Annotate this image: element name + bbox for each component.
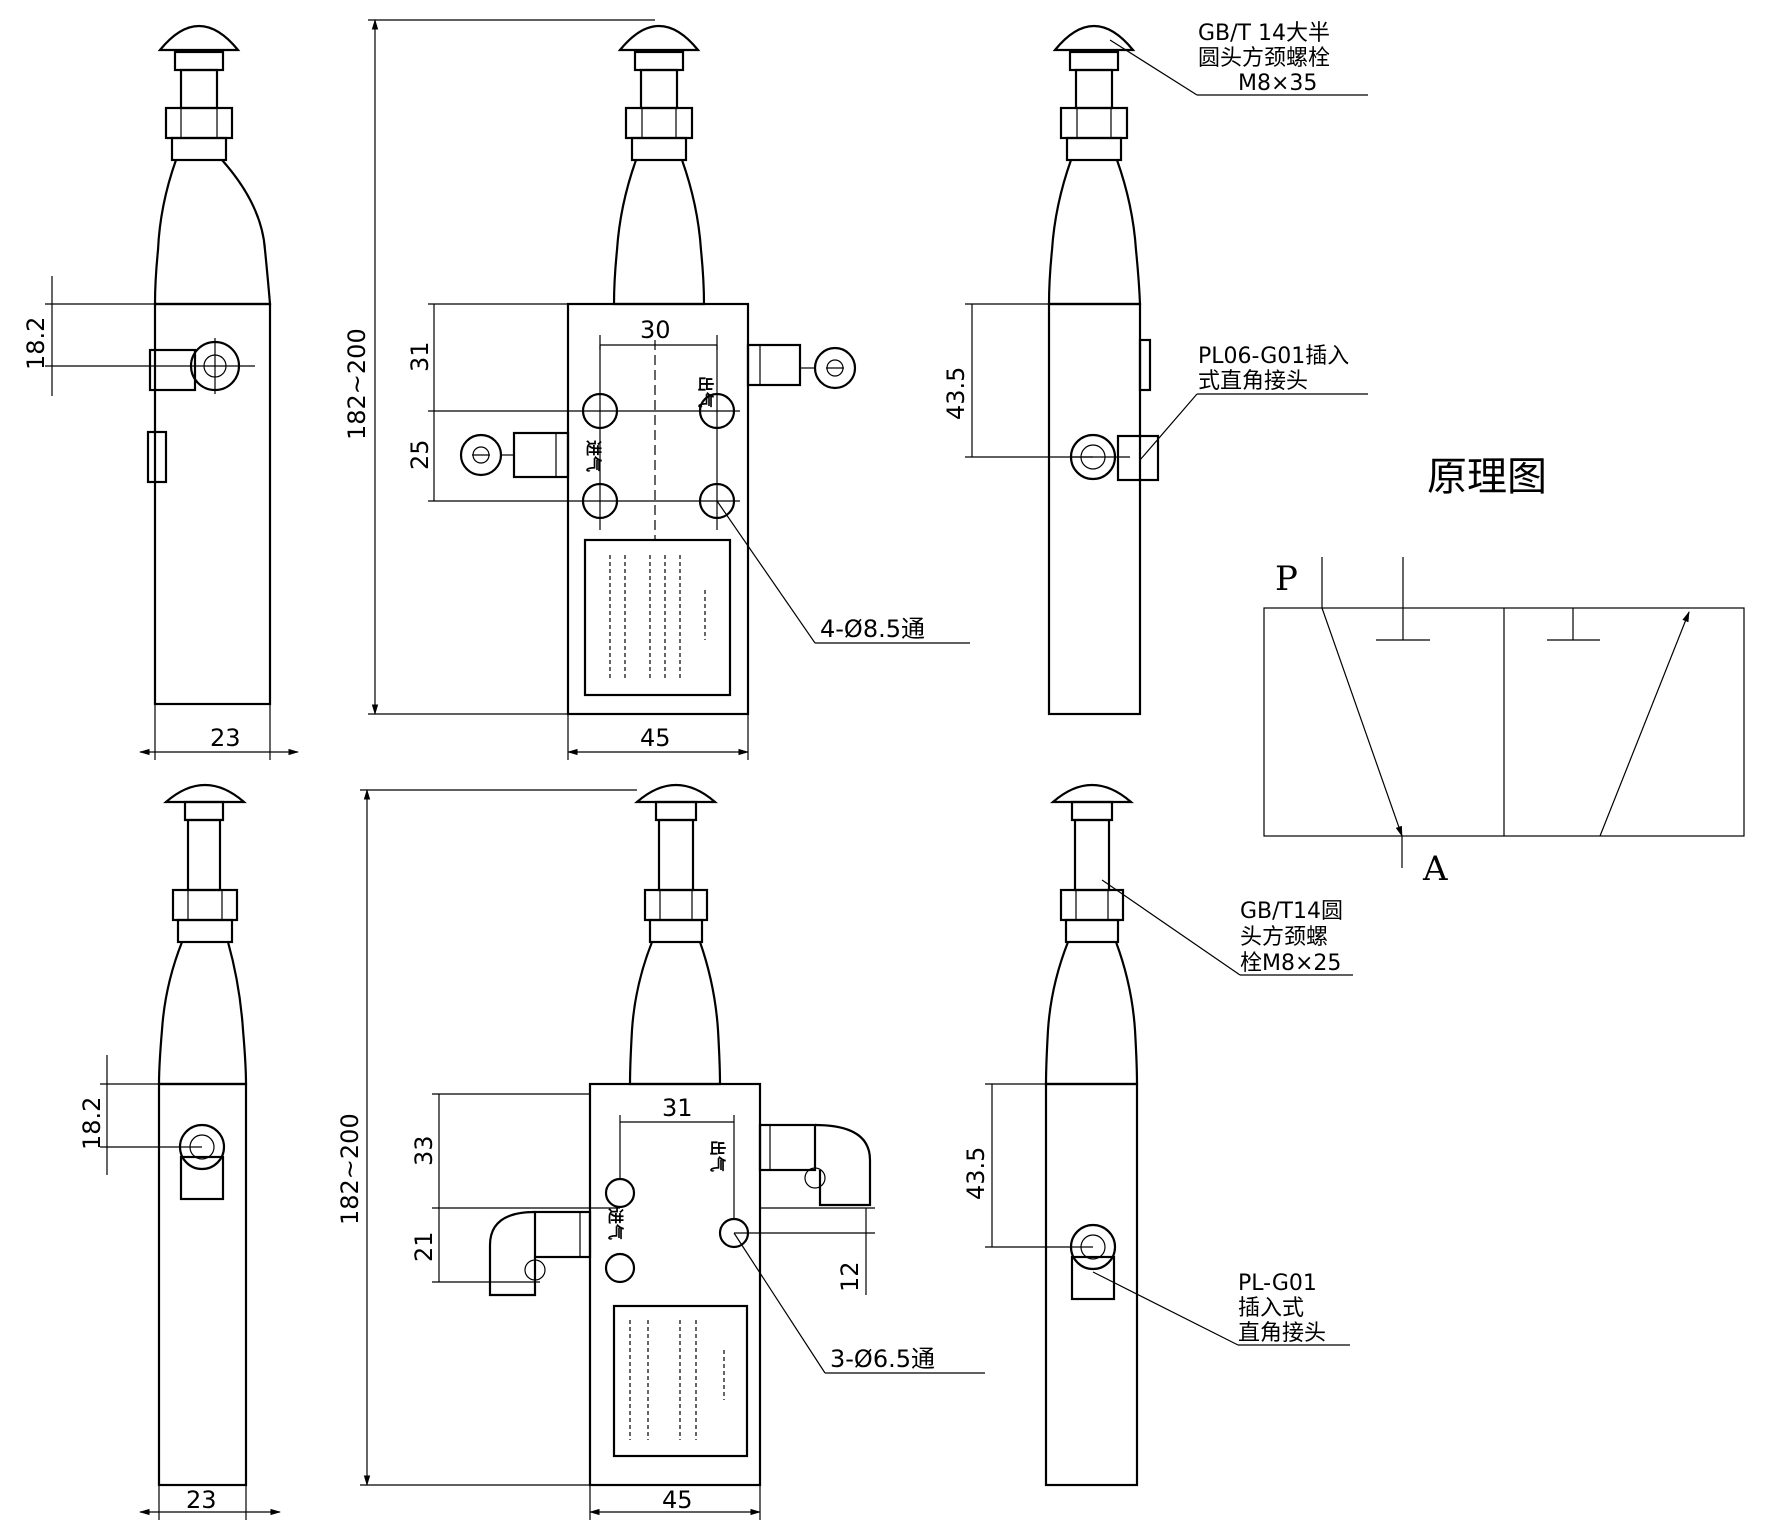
valve-side-view-top-right: 43.5 GB/T 14大半 圆头方颈螺栓 M8×35 PL06-G01插入 式…: [942, 21, 1368, 716]
mounting-holes: [604, 1177, 750, 1284]
dim-label-body-width: 45: [662, 1486, 693, 1514]
callout-bolt-line-1: GB/T14圆: [1240, 899, 1343, 924]
dim-43-5: 43.5: [942, 303, 1093, 458]
valve-front-view-top-center: 出气 进气: [343, 18, 970, 760]
dim-23: 23: [138, 704, 300, 760]
callout-bolt-line-3: M8×35: [1238, 71, 1317, 96]
callout-bolt-line-2: 圆头方颈螺栓: [1198, 46, 1330, 71]
port-label-inlet: 进气: [584, 440, 603, 472]
dim-label-port-height: 43.5: [962, 1147, 990, 1200]
mushroom-button: [157, 25, 241, 110]
dim-label-25: 25: [406, 439, 434, 470]
nameplate: [612, 1304, 749, 1458]
hex-nut: [164, 106, 234, 162]
valve-body: [1047, 302, 1142, 716]
dim-label-port-height: 43.5: [942, 367, 970, 420]
callout-fitting-top: PL06-G01插入 式直角接头: [1139, 344, 1368, 461]
callout-bolt-top: GB/T 14大半 圆头方颈螺栓 M8×35: [1109, 21, 1368, 96]
valve-body: [157, 1082, 248, 1487]
dim-25: 25: [406, 411, 740, 502]
dim-label-33: 33: [410, 1135, 438, 1166]
right-elbow-fitting: [758, 1123, 872, 1207]
dim-label-body-width: 23: [186, 1486, 217, 1514]
valve-side-view-bottom-right: 43.5 GB/T14圆 头方颈螺 栓M8×25 PL-G01 插入式 直角接头: [962, 783, 1353, 1487]
callout-bolt-line-3: 栓M8×25: [1240, 951, 1341, 976]
dim-label-12: 12: [836, 1261, 864, 1292]
callout-fitting-line-2: 插入式: [1238, 1296, 1304, 1321]
dim-18-2: 18.2: [22, 276, 155, 396]
callout-holes-label: 4-Ø8.5通: [820, 615, 925, 643]
dim-182-200: 182~200: [336, 788, 637, 1487]
principle-diagram: 原理图 P A: [1263, 454, 1745, 889]
dim-label-total-height: 182~200: [343, 328, 371, 440]
callout-bolt-bottom: GB/T14圆 头方颈螺 栓M8×25: [1101, 879, 1353, 976]
callout-holes-label: 3-Ø6.5通: [830, 1345, 935, 1373]
dim-label-body-width: 23: [210, 724, 241, 752]
dim-label-port-height: 18.2: [78, 1097, 106, 1150]
valve-body: [588, 1082, 762, 1487]
dim-label-31: 31: [406, 341, 434, 372]
dim-label-body-width: 45: [640, 724, 671, 752]
valve-side-view-bottom-left: 18.2 23: [78, 783, 282, 1520]
left-elbow-fitting: [488, 1210, 592, 1297]
dim-23: 23: [138, 1485, 282, 1520]
dim-43-5: 43.5: [962, 1083, 1093, 1248]
port-label-outlet: 出气: [708, 1140, 727, 1172]
tapered-boot: [153, 159, 272, 306]
callout-holes-bottom: 3-Ø6.5通: [733, 1232, 985, 1374]
dim-label-total-height: 182~200: [336, 1113, 364, 1225]
dim-12: 12: [734, 1207, 875, 1295]
nameplate: [583, 538, 732, 697]
dim-label-port-height: 18.2: [22, 317, 50, 370]
dim-45: 45: [588, 1485, 762, 1520]
dim-31: 31: [406, 303, 740, 412]
callout-fitting-line-1: PL06-G01插入: [1198, 344, 1349, 369]
port-label-a: A: [1422, 849, 1448, 889]
upper-port: [1138, 338, 1152, 392]
dim-31: 31: [619, 1094, 735, 1220]
dim-182-200: 182~200: [343, 18, 655, 716]
dim-33: 33: [410, 1093, 620, 1209]
mounting-holes: [581, 340, 736, 540]
valve-body: [1044, 1082, 1139, 1487]
dim-45: 45: [566, 714, 750, 760]
valve-body: [566, 302, 750, 716]
right-banjo-fitting: [746, 343, 857, 390]
callout-bolt-line-1: GB/T 14大半: [1198, 21, 1330, 46]
callout-bolt-line-2: 头方颈螺: [1240, 925, 1328, 950]
port-label-p: P: [1275, 559, 1298, 599]
valve-body: [153, 302, 272, 706]
lower-port: [146, 430, 168, 484]
callout-holes-top: 4-Ø8.5通: [716, 500, 970, 644]
dim-label-31: 31: [662, 1094, 693, 1122]
dim-label-21: 21: [410, 1231, 438, 1262]
port-label-inlet: 进气: [606, 1208, 625, 1240]
dim-18-2: 18.2: [78, 1055, 202, 1175]
dim-label-30: 30: [640, 316, 671, 344]
schematic-title: 原理图: [1427, 454, 1547, 500]
port-label-outlet: 出气: [696, 376, 715, 408]
angle-fitting: [178, 1123, 226, 1201]
valve-front-view-bottom-center: 出气 进气 182~200: [336, 783, 985, 1520]
callout-fitting-line-3: 直角接头: [1238, 1321, 1326, 1346]
dim-21: 21: [410, 1208, 540, 1283]
callout-fitting-line-2: 式直角接头: [1198, 369, 1308, 394]
dim-30: 30: [599, 316, 718, 350]
banjo-fitting: [148, 338, 255, 394]
valve-side-view-top-left: 18.2 23: [22, 25, 300, 760]
angle-fitting: [1069, 1223, 1117, 1301]
left-banjo-fitting: [459, 431, 570, 479]
callout-fitting-line-1: PL-G01: [1238, 1271, 1317, 1296]
callout-fitting-bottom: PL-G01 插入式 直角接头: [1092, 1271, 1350, 1346]
